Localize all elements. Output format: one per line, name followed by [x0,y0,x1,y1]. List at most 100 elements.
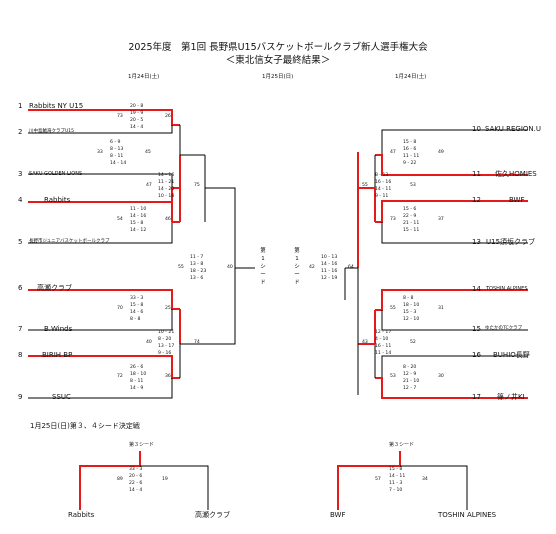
score-total: 49 [438,150,444,155]
score-total: 64 [348,265,354,270]
page-title: 2025年度 第1回 長野県U15バスケットボールクラブ新人選手権大会 [128,42,428,53]
team-name: TOSHIN ALPINES [486,286,528,292]
score-total: 43 [362,340,368,345]
team-name: TOSHIN ALPINES [438,511,497,519]
score-total: 37 [438,217,444,222]
team-number: 10 [472,125,481,133]
score-quarter: 8 - 13 [110,147,124,152]
score-quarter: 21 - 11 [403,221,420,226]
score-quarter: 10 - 21 [158,330,175,335]
score-total: 73 [117,114,123,119]
score-quarter: 10 - 13 [321,255,338,260]
score-quarter: 20 - 6 [129,474,143,479]
score-quarter: 9 - 22 [403,161,417,166]
score-quarter: 12 - 9 [403,372,417,377]
team-name: BWF [330,511,346,519]
bottom-heading: 1月25日(日)第３、４シード決定戦 [30,422,140,430]
score-total: 74 [194,340,200,345]
score-quarter: 12 - 10 [403,317,420,322]
score-total: 55 [390,306,396,311]
score-quarter: 11 - 11 [403,154,420,159]
score-quarter: 11 - 21 [158,180,175,185]
team-number: 13 [472,238,481,246]
score-total: 47 [146,183,152,188]
score-quarter: 8 - 11 [130,379,144,384]
score-quarter: 16 - 16 [375,180,392,185]
score-quarter: 15 - 8 [130,221,144,226]
seed-char: シ [294,264,300,270]
score-quarter: 14 - 14 [110,161,127,166]
score-quarter: 18 - 10 [130,372,147,377]
team-number: 5 [18,238,23,246]
score-quarter: 14 - 12 [130,228,147,233]
seed-char: 第 [294,248,300,254]
team-name: 長野市ジュニアバスケットボールクラブ [29,239,110,244]
score-quarter: 15 - 8 [389,467,403,472]
score-quarter: 19 - 9 [130,111,144,116]
score-quarter: 15 - 3 [403,310,417,315]
bracket-line [28,187,180,203]
score-total: 72 [117,374,123,379]
score-quarter: 22 - 9 [403,214,417,219]
team-name: 篠ノ井KI [497,393,525,401]
score-total: 31 [438,306,444,311]
score-total: 46 [165,217,171,222]
team-number: 7 [18,325,23,333]
score-quarter: 15 - 8 [403,140,417,145]
score-quarter: 14 - 16 [321,262,338,267]
bracket-line [375,200,528,223]
team-name: Rabbits [68,511,95,519]
score-total: 70 [117,306,123,311]
team-name: B.Winds [44,325,73,333]
bracket-line [28,125,173,134]
score-quarter: 11 - 14 [375,351,392,356]
seed-char: ー [294,272,300,278]
score-quarter: 11 - 16 [321,269,338,274]
score-quarter: 9 - 11 [375,194,389,199]
score-total: 45 [145,150,151,155]
score-quarter: 15 - 8 [130,303,144,308]
team-number: 3 [18,170,23,178]
score-quarter: 16 - 6 [403,147,417,152]
bracket-line [28,309,173,331]
bottom-seed-label-right: 第３シード [389,442,415,448]
score-quarter: 9 - 16 [158,351,172,356]
bracket-line [205,187,236,268]
bracket-line [205,268,236,345]
score-quarter: 13 - 8 [190,262,204,267]
seed-char: ド [260,280,266,286]
score-quarter: 21 - 10 [403,379,420,384]
score-quarter: 14 - 11 [375,187,392,192]
bracket-line [79,451,141,510]
team-number: 11 [472,170,481,178]
bracket-line [28,173,173,188]
score-quarter: 14 - 16 [130,214,147,219]
bracket-line [28,355,180,379]
score-quarter: 14 - 16 [158,173,175,178]
score-quarter: 8 - 20 [403,365,417,370]
seed-char: ド [294,280,300,286]
team-name: SAKU REGION.U [485,125,541,133]
score-quarter: 11 - 3 [389,481,403,486]
team-name: BWF [509,196,525,204]
bracket-line [28,222,173,244]
seed-char: 1 [261,256,265,262]
score-quarter: 22 - 6 [129,481,143,486]
score-total: 75 [194,183,200,188]
bracket-line [375,289,528,311]
bracket-line [381,355,528,378]
score-quarter: 26 - 6 [130,365,144,370]
score-quarter: 33 - 3 [129,467,143,472]
score-quarter: 18 - 23 [190,269,207,274]
seed-char: ー [260,272,266,278]
team-number: 15 [472,325,481,333]
score-total: 26 [165,114,171,119]
score-quarter: 20 - 5 [130,118,144,123]
team-number: 4 [18,196,23,204]
team-name: 高瀬クラブ [195,511,230,519]
score-quarter: 12 - 7 [403,386,417,391]
bracket-line [28,289,180,310]
date-right: 1月24日(土) [395,74,427,80]
score-quarter: 12 - 17 [375,330,392,335]
